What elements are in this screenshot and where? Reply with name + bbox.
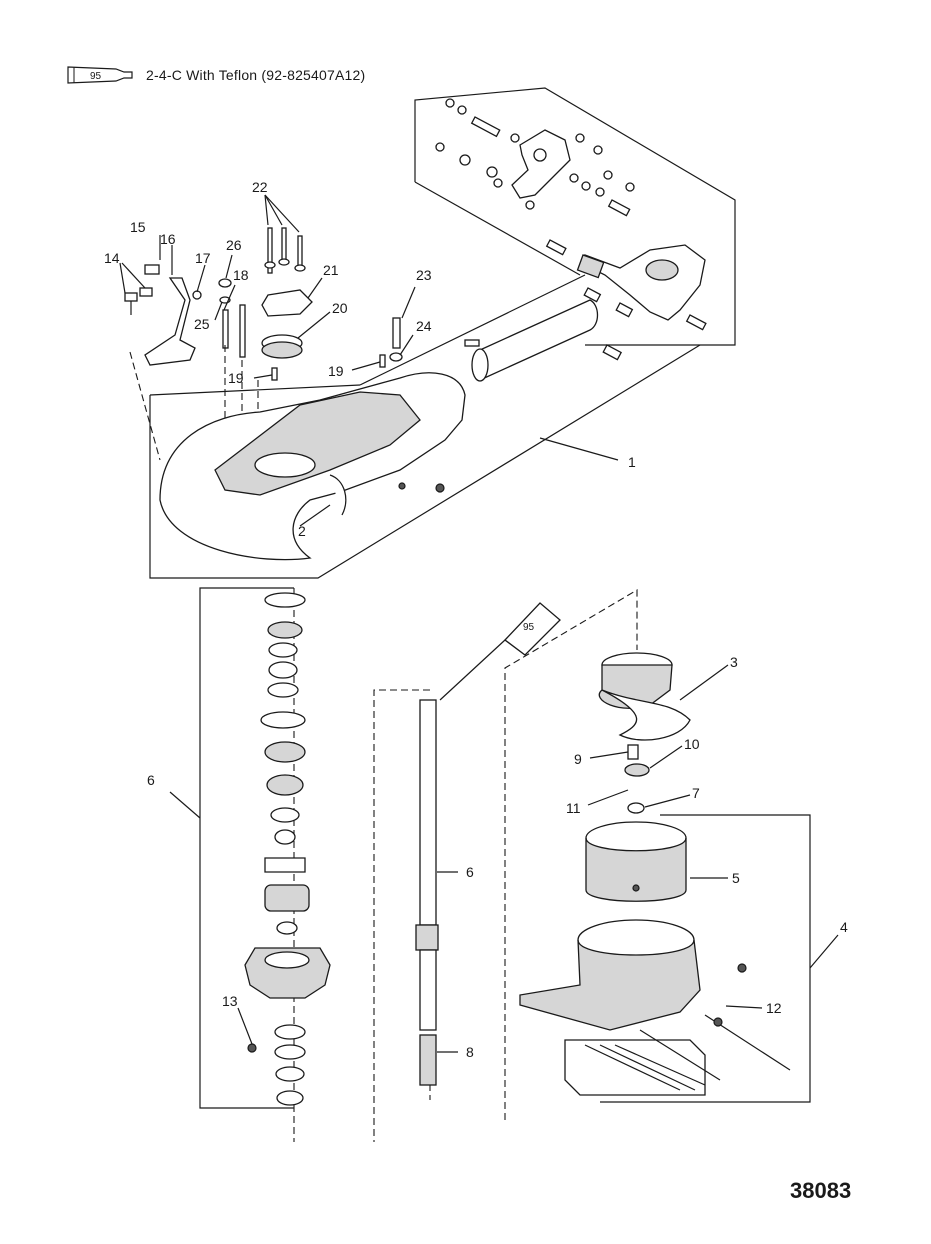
grease-fitting — [247, 1043, 257, 1053]
callout-21: 21 — [323, 262, 339, 278]
bracket-hardware — [435, 98, 635, 217]
callout-19-left: 19 — [228, 370, 244, 386]
callout-3: 3 — [730, 654, 738, 670]
support-bracket — [144, 277, 196, 366]
shaft-sleeve — [419, 1034, 437, 1086]
callout-9: 9 — [574, 751, 582, 767]
callout-5: 5 — [732, 870, 740, 886]
wear-ring — [585, 821, 687, 902]
callout-25: 25 — [194, 316, 210, 332]
callout-2: 2 — [298, 523, 306, 539]
retaining-ring — [264, 592, 306, 608]
drive-shaft — [419, 699, 437, 926]
callout-22: 22 — [252, 179, 268, 195]
callout-12: 12 — [766, 1000, 782, 1016]
callout-16: 16 — [160, 231, 176, 247]
tube-code: 95 — [90, 71, 102, 82]
callout-8: 8 — [466, 1044, 474, 1060]
callout-26: 26 — [226, 237, 242, 253]
callout-10: 10 — [684, 736, 700, 752]
callout-6-bearings: 6 — [147, 772, 155, 788]
callout-23: 23 — [416, 267, 432, 283]
steering-arm — [584, 244, 706, 321]
callout-18: 18 — [233, 267, 249, 283]
callout-19-right: 19 — [328, 363, 344, 379]
callout-6-shaft: 6 — [466, 864, 474, 880]
callout-11: 11 — [566, 800, 581, 816]
reverse-bracket-group — [414, 87, 736, 361]
mounting-hardware-group — [124, 227, 403, 461]
drive-shaft-group: 95 — [373, 602, 561, 1142]
pump-base — [519, 919, 701, 1031]
callout-4: 4 — [840, 919, 848, 935]
liner-tube — [471, 299, 599, 382]
callout-1: 1 — [628, 454, 636, 470]
grease-tube-icon: 95 — [67, 66, 133, 84]
legend-text: 2-4-C With Teflon (92-825407A12) — [146, 67, 366, 83]
intake-grate — [564, 1039, 706, 1096]
bearing — [264, 884, 310, 912]
callout-13: 13 — [222, 993, 238, 1009]
callout-labels: 1 2 3 4 5 6 6 7 8 9 10 11 12 13 14 15 16… — [104, 179, 848, 1060]
figure-number: 38083 — [790, 1178, 852, 1203]
callout-24: 24 — [416, 318, 432, 334]
callout-17: 17 — [195, 250, 211, 266]
spacer — [264, 857, 306, 873]
grease-tube-on-shaft: 95 — [439, 602, 561, 701]
pump-housing-group — [149, 274, 701, 579]
callout-7: 7 — [692, 785, 700, 801]
callout-15: 15 — [130, 219, 146, 235]
shaft-tube-code: 95 — [523, 622, 535, 633]
legend: 95 2-4-C With Teflon (92-825407A12) — [66, 64, 365, 86]
bearing-stack-group — [199, 587, 331, 1142]
bearing-cup — [264, 741, 306, 763]
screw — [713, 1017, 723, 1027]
callout-20: 20 — [332, 300, 348, 316]
reverse-bracket-plate — [511, 129, 571, 199]
callout-14: 14 — [104, 250, 120, 266]
leader-lines — [119, 194, 839, 1053]
impeller — [598, 652, 691, 741]
impeller-group — [504, 589, 811, 1120]
